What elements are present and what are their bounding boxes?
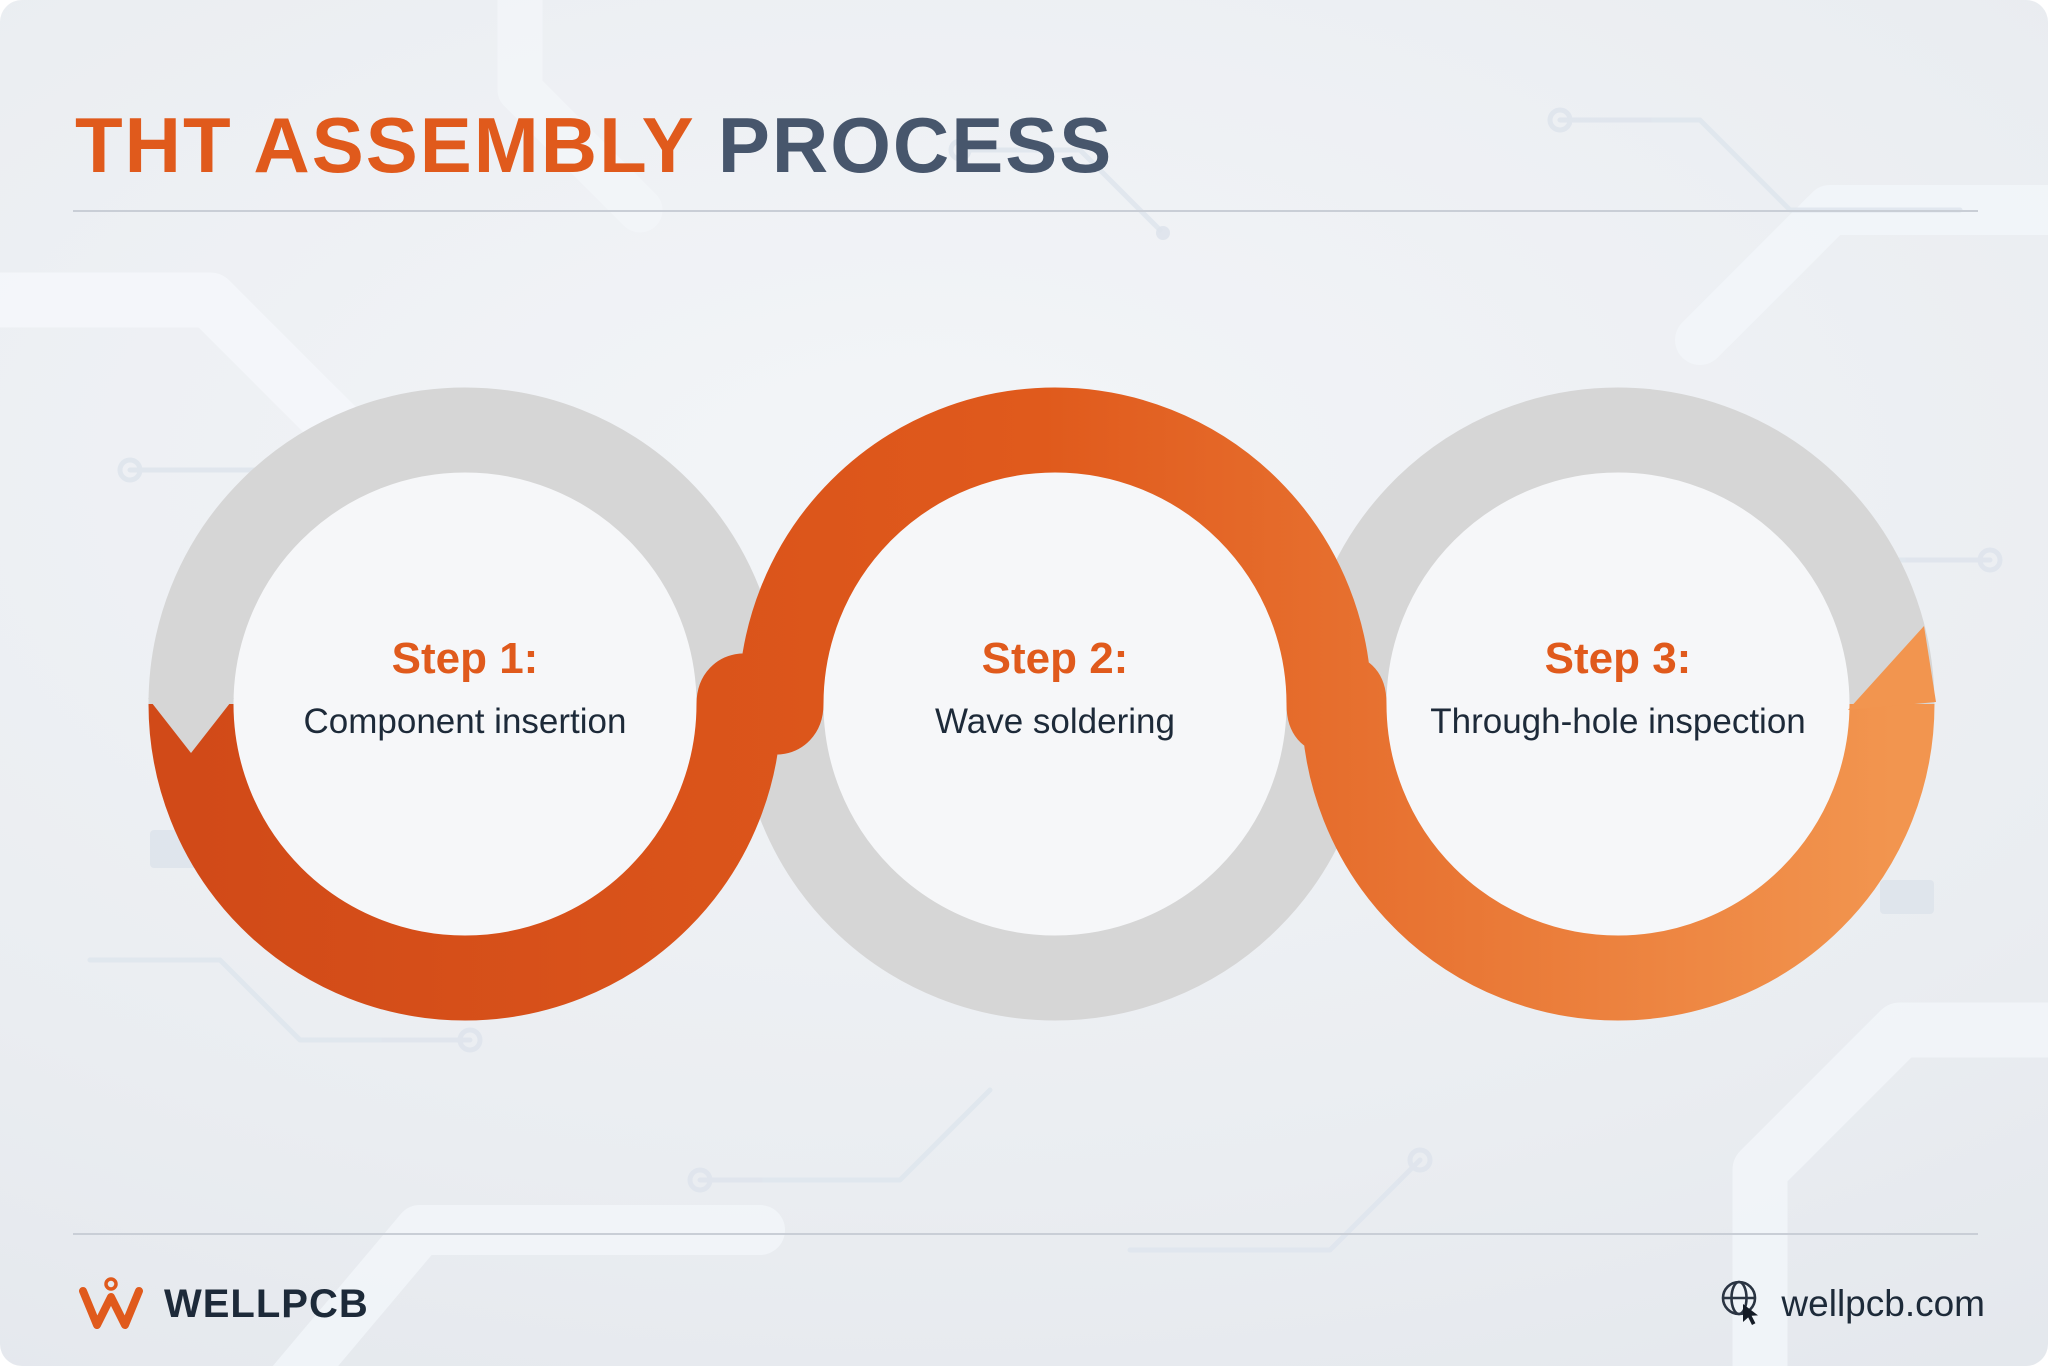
orange-flow-path (148, 387, 1935, 1021)
flow-arrow-tip (1848, 626, 1936, 710)
flow-start-notch (148, 698, 234, 753)
step-3-description: Through-hole inspection (1430, 702, 1806, 741)
step-3-disc (1386, 472, 1850, 936)
website-text: wellpcb.com (1781, 1283, 1985, 1324)
step-3-gray-ring-arc (1301, 387, 1935, 705)
step-3-label: Step 3: (1544, 634, 1692, 683)
step-2-gray-ring-arc (738, 703, 1372, 1021)
page-title: THT ASSEMBLY PROCESS (75, 100, 1113, 191)
website-block: wellpcb.com (1717, 1272, 1985, 1336)
page-title-plain: PROCESS (717, 101, 1114, 189)
wellpcb-w-logo-icon (79, 1277, 143, 1329)
step-1-description: Component insertion (303, 702, 627, 741)
step-1-label: Step 1: (391, 634, 539, 683)
step-1-gray-ring-arc (148, 387, 782, 705)
page-title-accent: THT ASSEMBLY (75, 101, 718, 189)
cursor-icon (1743, 1304, 1759, 1325)
step-2-description: Wave soldering (935, 702, 1175, 741)
step-1-text: Step 1: Component insertion (245, 634, 685, 742)
brand-name: WELLPCB (164, 1281, 369, 1326)
footer-divider (73, 1233, 1978, 1235)
globe-cursor-icon (1722, 1280, 1759, 1325)
step-3-text: Step 3: Through-hole inspection (1398, 634, 1838, 742)
step-2-disc (823, 472, 1287, 936)
step-2-text: Step 2: Wave soldering (835, 634, 1275, 742)
title-divider (73, 210, 1978, 212)
brand-logo-block: WELLPCB (78, 1270, 369, 1338)
step-1-disc (233, 472, 697, 936)
step-2-label: Step 2: (981, 634, 1129, 683)
